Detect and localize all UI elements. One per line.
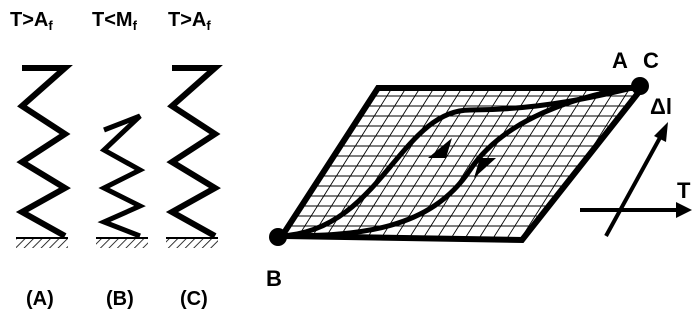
spring-c-caption: (C): [180, 288, 208, 310]
spring-c-ground: [166, 238, 218, 248]
spring-b-coil: [97, 113, 146, 239]
length-axis-label: Δl: [650, 94, 672, 119]
point-c-label: C: [643, 48, 659, 73]
length-axis: [604, 133, 664, 237]
spring-a: T>Af (A): [10, 9, 73, 310]
temperature-axis-arrowhead: [676, 202, 692, 218]
point-b-dot: [269, 228, 287, 246]
spring-a-caption: (A): [26, 288, 54, 310]
point-a-label: A: [612, 48, 628, 73]
loop-arrow-left: [428, 138, 452, 158]
temperature-axis-label: T: [677, 178, 691, 203]
spring-a-condition: T>Af: [10, 9, 53, 33]
point-b-label: B: [266, 266, 282, 291]
spring-c: T>Af (C): [165, 9, 223, 310]
spring-b-ground: [96, 238, 148, 248]
spring-b: T<Mf (B): [92, 9, 148, 310]
spring-a-ground: [16, 238, 68, 248]
spring-c-condition: T>Af: [168, 9, 211, 33]
loop-lower-curve: [279, 83, 641, 239]
spring-c-coil: [165, 65, 223, 239]
hysteresis-surface: [269, 77, 649, 246]
spring-a-coil: [15, 65, 73, 239]
length-axis-arrowhead: [654, 122, 668, 142]
point-a-dot: [631, 77, 649, 95]
loop-arrow-right: [474, 158, 496, 178]
spring-b-caption: (B): [106, 288, 134, 310]
spring-b-condition: T<Mf: [92, 9, 138, 33]
axes: [580, 122, 692, 237]
